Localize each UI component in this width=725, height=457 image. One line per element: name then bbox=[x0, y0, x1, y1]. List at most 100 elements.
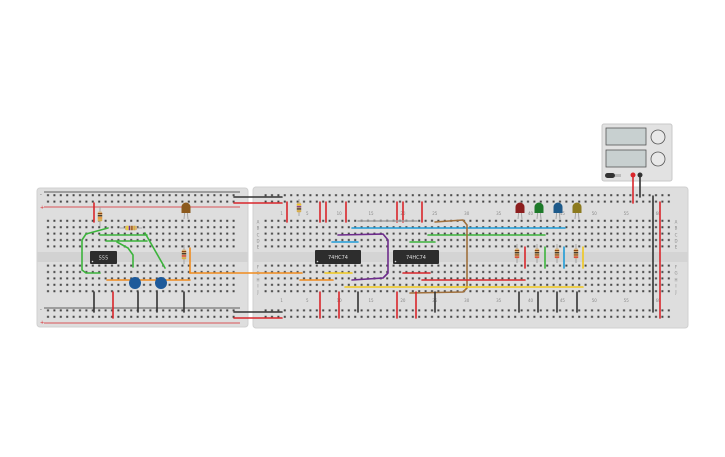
resistor-band bbox=[181, 257, 187, 259]
resistor[interactable] bbox=[120, 225, 142, 231]
led[interactable] bbox=[515, 202, 525, 220]
chip-74hc74-2[interactable]: 74HC74 bbox=[393, 250, 439, 264]
resistor-band bbox=[97, 217, 103, 219]
column-label: 50 bbox=[592, 298, 598, 303]
resistor-band bbox=[554, 250, 560, 252]
resistor-band bbox=[126, 225, 128, 231]
column-label: 35 bbox=[496, 211, 502, 216]
column-label: 1 bbox=[280, 298, 283, 303]
terminal-holes-top[interactable] bbox=[45, 217, 237, 249]
resistor[interactable] bbox=[296, 199, 302, 216]
negative-terminal[interactable] bbox=[637, 172, 643, 178]
wire-green-jumper[interactable] bbox=[116, 241, 134, 268]
resistor-band bbox=[534, 252, 540, 254]
capacitor[interactable] bbox=[155, 277, 167, 289]
column-label: 20 bbox=[400, 298, 406, 303]
column-label: 45 bbox=[560, 211, 566, 216]
resistor-band bbox=[534, 250, 540, 252]
rail-holes[interactable] bbox=[262, 309, 672, 321]
rail-holes[interactable] bbox=[262, 194, 672, 206]
breadboard-left[interactable]: - + - + bbox=[36, 187, 249, 328]
column-label: 55 bbox=[624, 211, 630, 216]
resistor-band bbox=[296, 206, 302, 208]
voltage-knob[interactable] bbox=[650, 129, 666, 145]
led[interactable] bbox=[553, 202, 563, 220]
resistor-band bbox=[514, 252, 520, 254]
column-label: 30 bbox=[464, 298, 470, 303]
resistor-band bbox=[97, 219, 103, 221]
resistor-band bbox=[573, 254, 579, 256]
resistor[interactable] bbox=[573, 244, 579, 263]
resistor[interactable] bbox=[554, 244, 560, 263]
wire-green-jumper[interactable] bbox=[81, 227, 109, 274]
row-label: A bbox=[257, 220, 260, 225]
rail-sign: - bbox=[40, 307, 42, 313]
capacitor[interactable] bbox=[129, 277, 141, 289]
resistor-band bbox=[514, 256, 520, 258]
chip-label: 555 bbox=[99, 256, 109, 262]
row-label: E bbox=[257, 245, 260, 250]
resistor-band bbox=[181, 255, 187, 257]
led-lead bbox=[536, 212, 538, 220]
components[interactable] bbox=[97, 199, 582, 289]
row-label: I bbox=[257, 284, 258, 289]
rail-holes[interactable] bbox=[45, 194, 237, 206]
column-label: 55 bbox=[624, 298, 630, 303]
column-label: 50 bbox=[592, 211, 598, 216]
resistor-band bbox=[97, 215, 103, 217]
led[interactable] bbox=[181, 202, 191, 220]
led-lead bbox=[559, 212, 561, 220]
ic-body bbox=[315, 250, 361, 264]
power-switch[interactable] bbox=[605, 173, 615, 178]
rail-holes[interactable] bbox=[45, 309, 237, 321]
column-label: 40 bbox=[528, 298, 534, 303]
led-lead bbox=[517, 212, 519, 220]
wire-purple-jumper[interactable] bbox=[337, 233, 389, 281]
led[interactable] bbox=[534, 202, 544, 220]
row-label: H bbox=[256, 278, 259, 283]
row-label: C bbox=[257, 233, 260, 238]
resistor[interactable] bbox=[97, 207, 103, 226]
resistor[interactable] bbox=[181, 245, 187, 264]
wires[interactable] bbox=[81, 175, 661, 319]
pin1-marker bbox=[394, 260, 397, 263]
wire-green-jumper[interactable] bbox=[144, 232, 166, 269]
chip-74hc74-1[interactable]: 74HC74 bbox=[315, 250, 361, 264]
power-supply[interactable] bbox=[601, 123, 673, 182]
resistor-band bbox=[573, 252, 579, 254]
led-body bbox=[534, 202, 544, 213]
resistor-band bbox=[573, 256, 579, 258]
chip-555[interactable]: 555 bbox=[90, 251, 117, 264]
resistor-band bbox=[181, 253, 187, 255]
current-knob[interactable] bbox=[650, 151, 666, 167]
positive-terminal[interactable] bbox=[630, 172, 636, 178]
center-channel bbox=[253, 252, 688, 262]
row-label: D bbox=[674, 239, 677, 244]
voltage-display bbox=[605, 127, 647, 146]
led[interactable] bbox=[572, 202, 582, 220]
led-lead bbox=[574, 212, 576, 220]
pin1-marker bbox=[91, 260, 94, 263]
column-label: 5 bbox=[306, 211, 309, 216]
resistor-band bbox=[573, 250, 579, 252]
chip-label: 74HC74 bbox=[406, 255, 426, 261]
chip-label: 74HC74 bbox=[328, 255, 348, 261]
led-lead bbox=[540, 212, 542, 220]
row-label: I bbox=[675, 284, 676, 289]
resistor[interactable] bbox=[534, 244, 540, 263]
resistor[interactable] bbox=[514, 244, 520, 263]
row-label: E bbox=[675, 245, 678, 250]
ic-body bbox=[393, 250, 439, 264]
row-label: A bbox=[675, 220, 678, 225]
terminal-holes-bottom[interactable] bbox=[45, 263, 237, 295]
resistor-band bbox=[534, 254, 540, 256]
column-label: 60 bbox=[656, 211, 662, 216]
led-lead bbox=[555, 212, 557, 220]
wire-brown-jumper[interactable] bbox=[409, 219, 468, 294]
rail-sign: - bbox=[40, 192, 42, 198]
row-label: F bbox=[257, 265, 260, 270]
led-body bbox=[553, 202, 563, 213]
